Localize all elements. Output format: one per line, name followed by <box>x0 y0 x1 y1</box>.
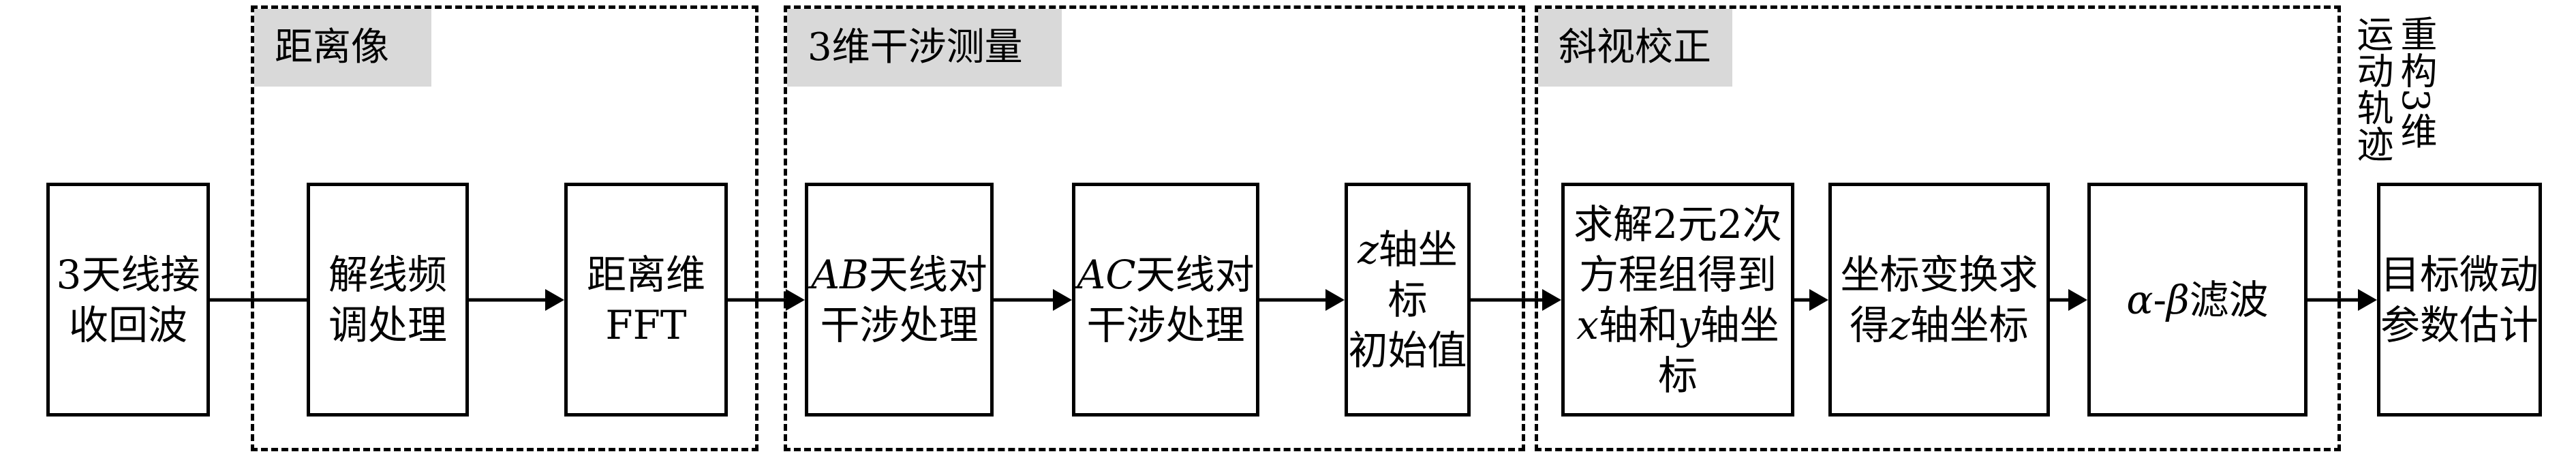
group-squint-correction <box>1535 5 2341 451</box>
box-receive-echo-text: 3天线接 收回波 <box>56 251 200 348</box>
box-transform-var-z: z <box>1889 301 1910 348</box>
box-dechirp: 解线频 调处理 <box>307 183 469 417</box>
arrowhead-6 <box>1542 289 1561 311</box>
box-z-text: 轴坐标 初始值 <box>1348 226 1467 374</box>
box-solve-var-x: x <box>1576 301 1599 348</box>
box-solve-text-2: 轴和 <box>1598 301 1678 348</box>
box-ab-interferometry: AB天线对 干涉处理 <box>805 183 994 417</box>
box-z-var: z <box>1358 226 1379 273</box>
arrowhead-9 <box>2358 289 2377 311</box>
box-ac-interferometry: AC天线对 干涉处理 <box>1072 183 1259 417</box>
box-filter-var-beta: β <box>2166 276 2190 323</box>
box-solve-equations: 求解2元2次 方程组得到 x轴和y轴坐 标 <box>1561 183 1794 417</box>
arrowhead-5 <box>1325 289 1345 311</box>
box-alpha-beta-filter: α-β滤波 <box>2087 183 2307 417</box>
box-z-initial: z轴坐标 初始值 <box>1345 183 1471 417</box>
box-filter-dash: - <box>2153 276 2167 323</box>
arrowhead-4 <box>1053 289 1072 311</box>
box-range-fft: 距离维 FFT <box>564 183 728 417</box>
box-ab-var: AB <box>811 251 869 298</box>
group-range-profile <box>251 5 758 451</box>
box-filter-var-alpha: α <box>2126 276 2153 323</box>
box-ac-text: 天线对 干涉处理 <box>1086 251 1255 348</box>
box-estimation-text: 目标微动 参数估计 <box>2380 251 2539 348</box>
box-transform-text-2: 轴坐标 <box>1910 301 2029 348</box>
box-solve-var-y: y <box>1677 301 1700 348</box>
arrowhead-3 <box>786 289 805 311</box>
box-range-fft-text: 距离维 FFT <box>586 251 705 348</box>
arrowhead-2 <box>545 289 564 311</box>
box-transform-text-1: 坐标变换求 得 <box>1840 251 2038 348</box>
box-dechirp-text: 解线频 调处理 <box>328 251 447 348</box>
box-solve-text-1: 求解2元2次 方程组得到 <box>1574 200 1782 298</box>
box-receive-echo: 3天线接 收回波 <box>46 183 210 417</box>
box-micro-motion-estimation: 目标微动 参数估计 <box>2377 183 2542 417</box>
arrowhead-8 <box>2068 289 2087 311</box>
box-ac-var: AC <box>1077 251 1136 298</box>
group-3d-interferometry <box>784 5 1525 451</box>
group-squint-correction-label: 斜视校正 <box>1538 9 1732 87</box>
box-filter-text: 滤波 <box>2189 276 2269 323</box>
group-3d-interferometry-label: 3维干涉测量 <box>787 9 1062 87</box>
side-label-reconstruct-trajectory: 重构3维 运动轨迹 <box>2350 15 2437 162</box>
box-ab-text: 天线对 干涉处理 <box>820 251 987 348</box>
box-coordinate-transform: 坐标变换求 得z轴坐标 <box>1828 183 2050 417</box>
arrowhead-7 <box>1809 289 1828 311</box>
group-range-profile-label: 距离像 <box>254 9 431 87</box>
box-solve-text-3: 轴坐 标 <box>1657 301 1779 399</box>
